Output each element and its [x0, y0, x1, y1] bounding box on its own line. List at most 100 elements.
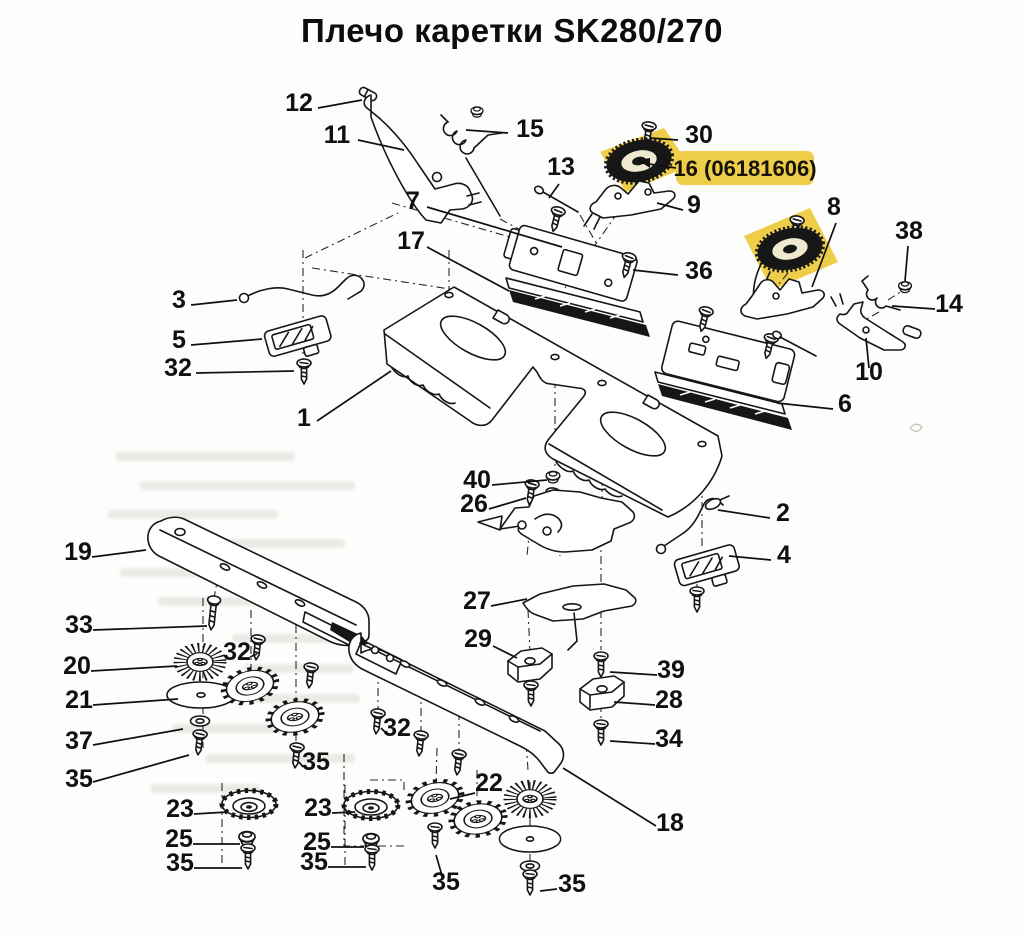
part-20-spoke-wheel — [180, 648, 220, 677]
part-13-pin — [533, 185, 579, 213]
disc-bottom — [498, 825, 562, 853]
part-label: 2 — [776, 499, 790, 527]
part-label: 35 — [302, 748, 330, 776]
screw-on-part7 — [545, 204, 567, 234]
part-label: 14 — [935, 290, 963, 318]
part-21-disc — [166, 681, 236, 709]
part-15-nut — [470, 106, 484, 118]
part-label: 39 — [657, 656, 685, 684]
part-label: 40 — [463, 466, 491, 494]
screw-plate19-wing — [301, 661, 320, 690]
part-label: 35 — [558, 870, 586, 898]
part-label: 29 — [464, 625, 492, 653]
part-9-bracket — [583, 180, 676, 230]
part-label: 5 — [172, 326, 186, 354]
part-label: 15 — [516, 115, 544, 143]
part-label: 35 — [432, 868, 460, 896]
part-label: 30 — [685, 121, 713, 149]
part-5-block — [263, 315, 332, 357]
part-label: 21 — [65, 686, 93, 714]
part-11-rod — [465, 157, 501, 217]
part-38-nut — [897, 280, 913, 294]
part-1-main-plate — [383, 286, 723, 518]
part-label: 35 — [65, 765, 93, 793]
part-27-plate — [522, 583, 637, 651]
screw-plate18-a — [411, 729, 430, 758]
part-label: 20 — [63, 652, 91, 680]
part-32-screw — [296, 358, 312, 385]
page-title: Плечо каретки SK280/270 — [301, 12, 723, 49]
part-15-spring — [440, 114, 503, 155]
leader-lines — [90, 99, 936, 892]
part-label: 34 — [655, 725, 683, 753]
part-label: 38 — [895, 217, 923, 245]
screw-plate18-b — [449, 748, 468, 777]
part-label: 22 — [475, 769, 503, 797]
part-label: 35 — [166, 849, 194, 877]
part-label: 23 — [304, 794, 332, 822]
part-label: 32 — [164, 354, 192, 382]
highlight-label-pill — [676, 151, 814, 185]
part-37-washer — [189, 715, 211, 727]
part-28-block — [579, 675, 625, 711]
part-17-rail — [505, 277, 650, 337]
part-34-screw — [593, 719, 609, 746]
part-22-gear-b — [449, 799, 506, 839]
part-label: 12 — [285, 89, 313, 117]
part-33-screw — [203, 594, 222, 632]
part-39-screw — [593, 651, 609, 678]
part-label: 32 — [383, 714, 411, 742]
part-6-rail — [654, 371, 792, 430]
part-label: 25 — [303, 828, 331, 856]
part-label: 35 — [300, 848, 328, 876]
part-label: 13 — [547, 153, 575, 181]
part-23-cup-gear-b — [344, 792, 398, 819]
part-23-cup-gear-a — [222, 791, 276, 818]
part-label: 28 — [655, 686, 683, 714]
part-35-screw-c — [240, 843, 256, 870]
part-label: 27 — [463, 587, 491, 615]
part-label: 18 — [656, 809, 684, 837]
part-label: 3 — [172, 286, 186, 314]
part-35-screw-d — [364, 844, 380, 871]
part-label: 19 — [64, 538, 92, 566]
part-35-screw-a — [190, 728, 209, 757]
part-35-screw-e — [427, 822, 443, 849]
part-label: 23 — [166, 795, 194, 823]
part-35-screw-f — [522, 869, 538, 896]
part-25-nut-a — [238, 830, 256, 847]
part-label: 7 — [406, 187, 420, 215]
part-18-sole-plate — [348, 632, 565, 775]
part-16-brush-disc — [602, 134, 675, 188]
part-2-wire — [655, 495, 730, 555]
part-11-hole — [431, 171, 443, 183]
part-10-tip-pin — [902, 325, 922, 339]
part-label: 17 — [397, 227, 425, 255]
part-7-bracket — [503, 224, 638, 302]
part-26-plate — [477, 489, 636, 553]
part-label: 6 — [838, 390, 852, 418]
part-label: 1 — [297, 404, 311, 432]
part-labels: 12 11 15 30 13 9 7 8 17 38 36 3 14 5 10 … — [63, 89, 963, 898]
part-label: 9 — [687, 191, 701, 219]
pin-near-part6 — [771, 330, 817, 357]
part-label: 33 — [65, 611, 93, 639]
part-40-nut — [545, 470, 561, 484]
part-label: 8 — [827, 193, 841, 221]
highlighted-part-label: 16 (06181606) — [673, 156, 816, 181]
part-11-lever — [363, 94, 474, 224]
part-label: 26 — [460, 490, 488, 518]
part-10-lever — [830, 293, 906, 351]
part-4-block — [673, 544, 740, 587]
part-label: 4 — [777, 541, 791, 569]
screw-below-part4 — [689, 586, 705, 613]
part-29-block — [507, 647, 553, 683]
screw-below-part29 — [523, 680, 539, 707]
part-label: 11 — [324, 121, 351, 149]
part-label: 10 — [855, 358, 883, 386]
part-8-bracket — [740, 261, 825, 320]
part-label: 36 — [685, 257, 713, 285]
part-6-plate — [660, 320, 796, 403]
scan-artifact — [909, 423, 923, 432]
